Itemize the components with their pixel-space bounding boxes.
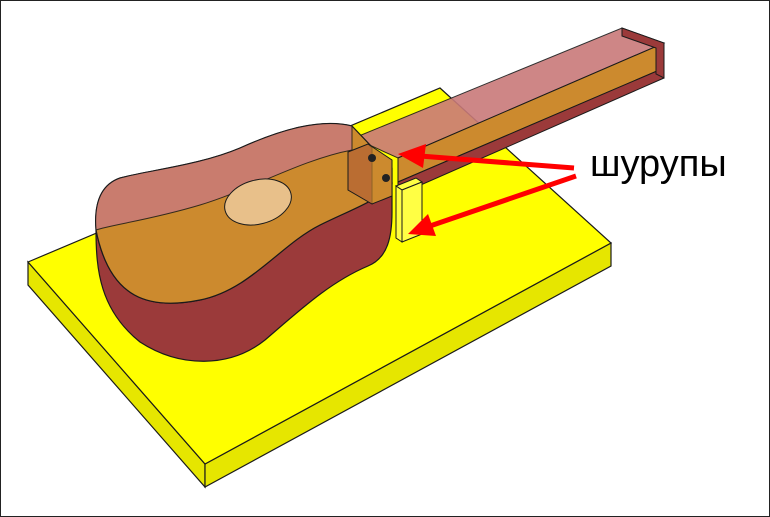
callout-arrows	[398, 144, 577, 236]
arrow-upper-head	[398, 144, 426, 168]
arrow-upper-shaft	[419, 153, 575, 171]
support-block-front	[395, 185, 403, 243]
screws-label: шурупы	[590, 143, 727, 185]
heel-block-face	[347, 143, 373, 205]
sound-hole	[224, 178, 292, 226]
guitar-body-ghost	[95, 123, 353, 231]
heel-block-front	[347, 143, 393, 205]
heel-block	[347, 143, 393, 205]
guitar-neck	[352, 27, 666, 196]
arrow-lower-head	[408, 214, 436, 236]
screw-2	[382, 174, 390, 182]
arrow-lower-shaft	[429, 173, 577, 229]
screw-1	[368, 154, 376, 162]
neck-end-cap	[621, 27, 665, 79]
